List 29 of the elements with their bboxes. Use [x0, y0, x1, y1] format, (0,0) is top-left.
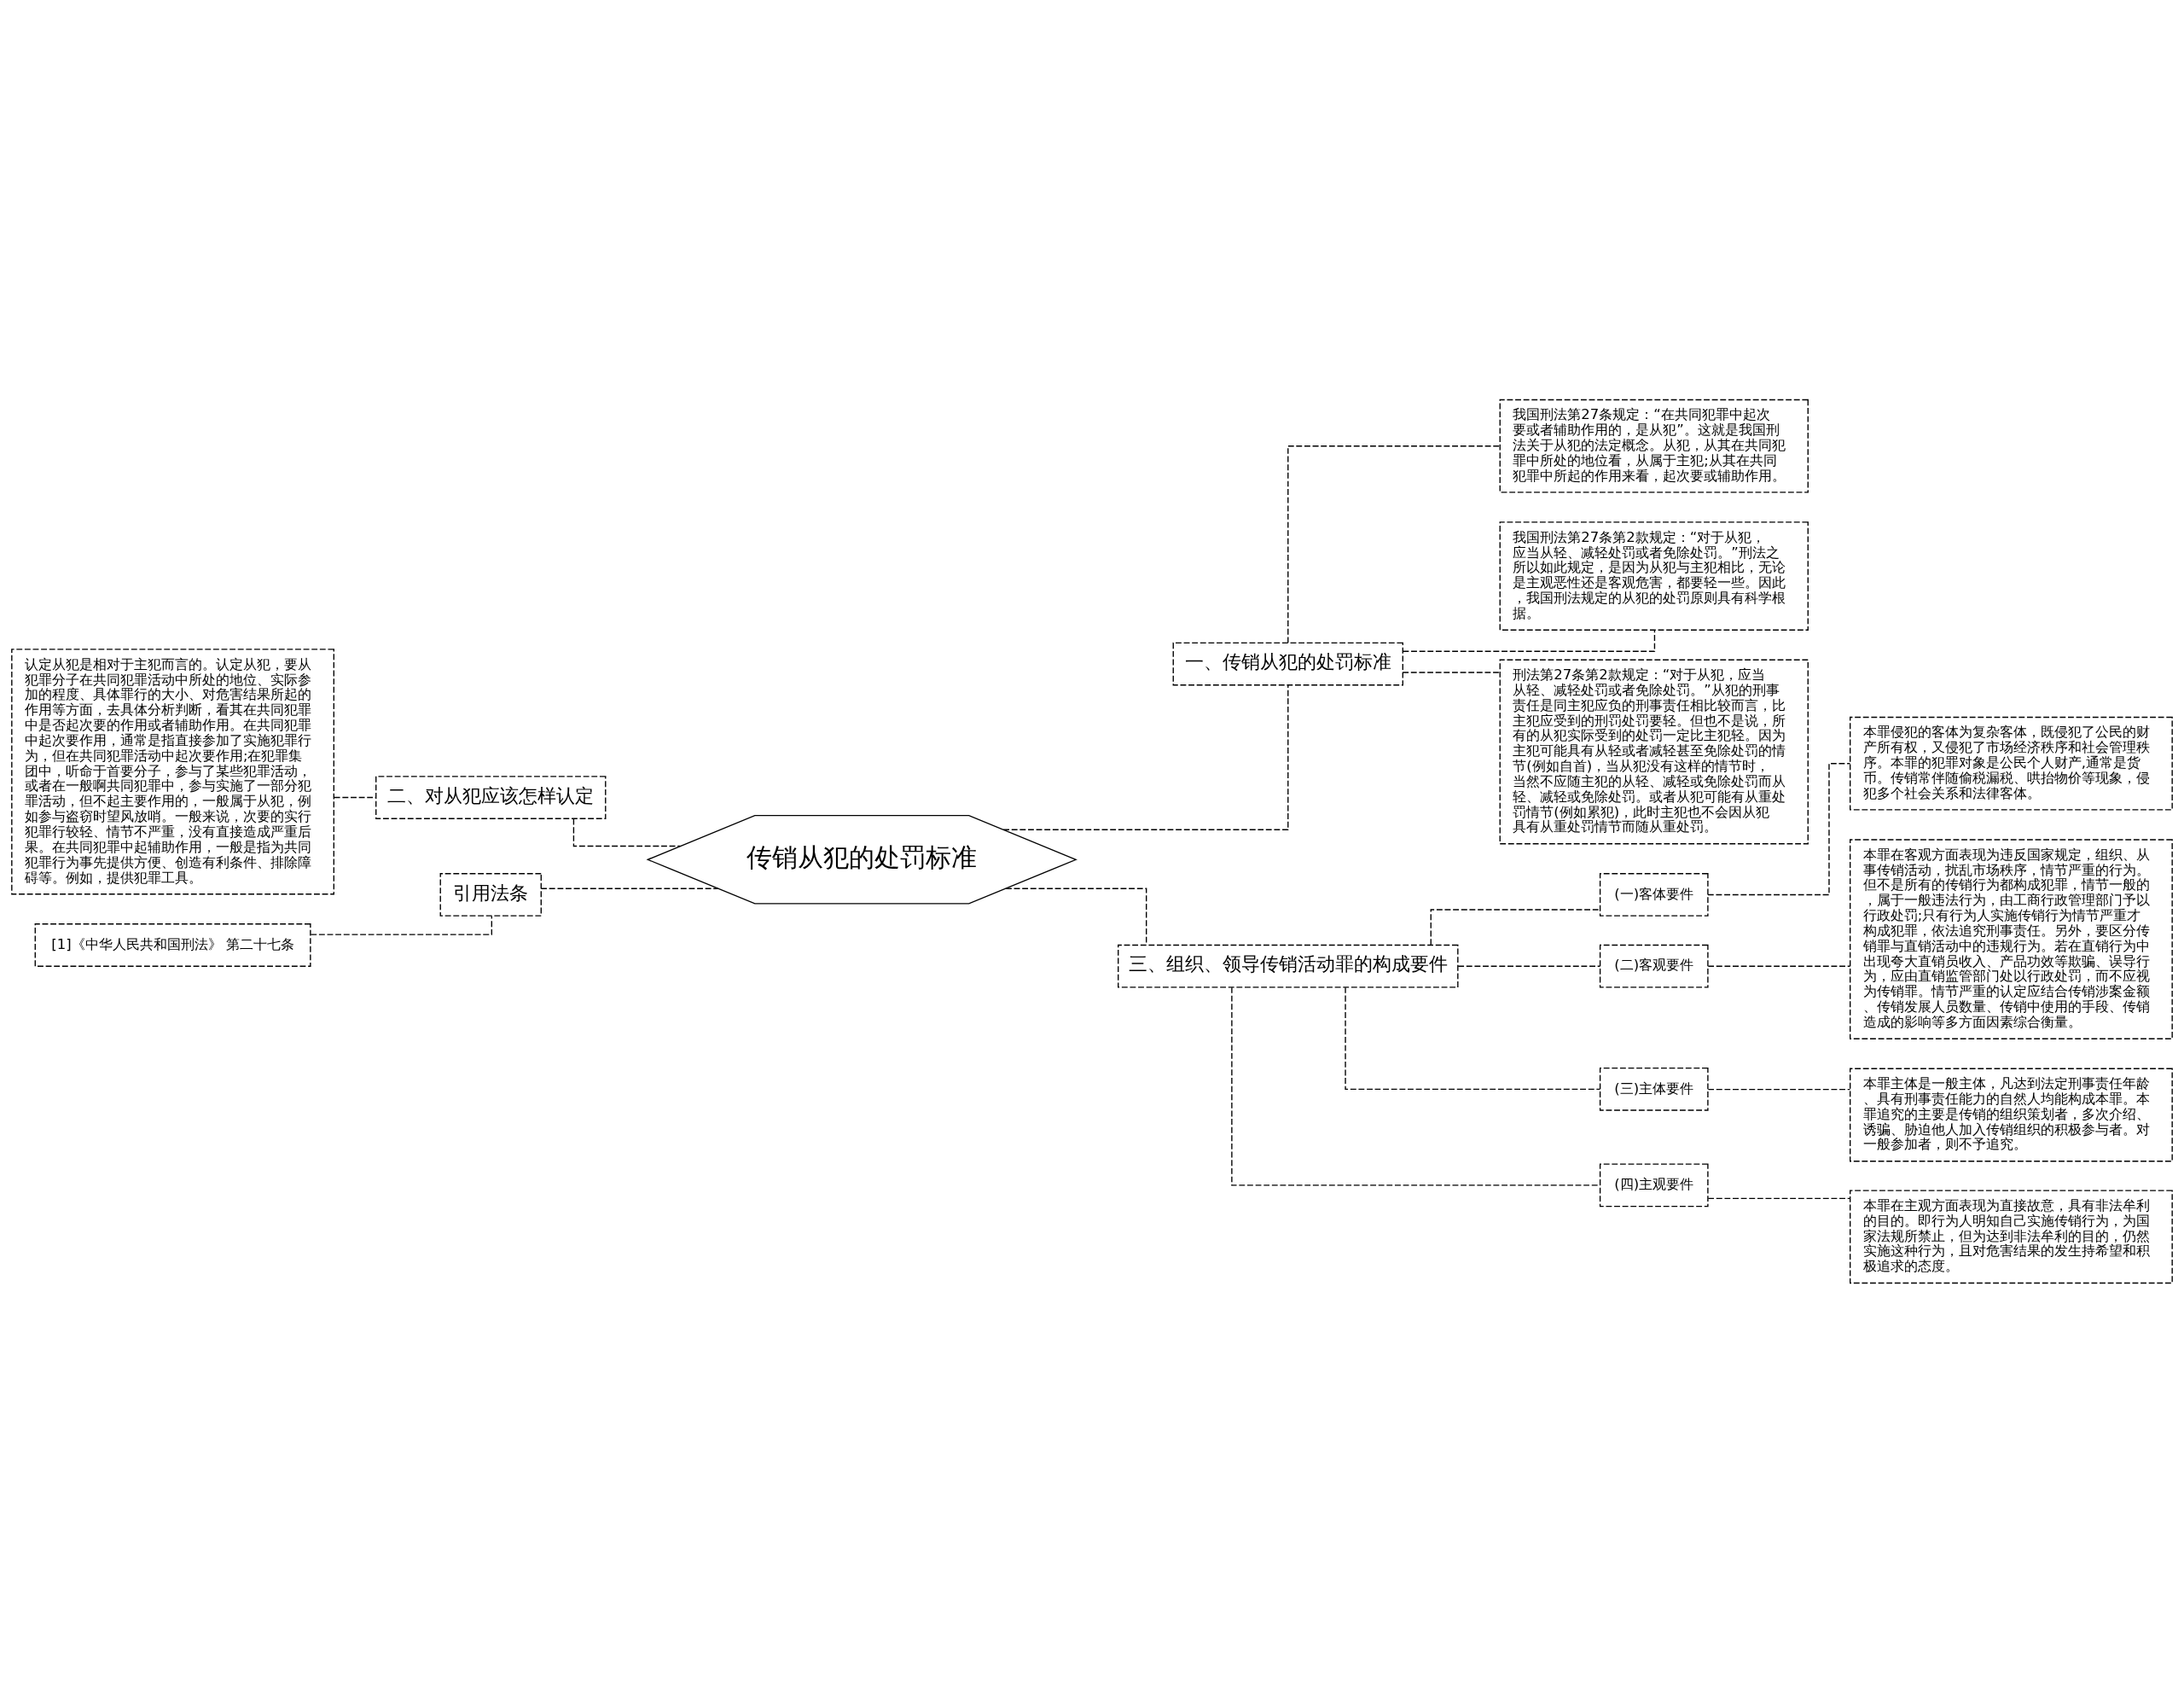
connector	[1457, 965, 1601, 967]
node-box: 本罪侵犯的客体为复杂客体，既侵犯了公民的财产所有权，又侵犯了市场经济秩序和社会管理秩序。本罪的犯罪对象是公民个人财产,通常是货币。传销常伴随偷税漏税、哄抬物价等现象，侵犯多个社会关系和法律客体。	[1850, 716, 2173, 811]
node-box: (三)主体要件	[1599, 1067, 1709, 1111]
connector	[1707, 965, 1851, 967]
connector	[1005, 888, 1147, 946]
node-box: 三、组织、领导传销活动罪的构成要件	[1118, 944, 1459, 988]
node-box: (二)客观要件	[1599, 944, 1709, 988]
connector	[1002, 684, 1289, 830]
node-box: 我国刑法第27条第2款规定：“对于从犯，应当从轻、减轻处罚或者免除处罚。”刑法之所以如此规定，是因为从犯与主犯相比，无论是主观恶性还是客观危害，都要轻一些。因此，我国刑法规定的从犯的处罚原则具有科学根据。	[1499, 521, 1809, 631]
node-box: 引用法条	[439, 872, 542, 917]
node-box: 认定从犯是相对于主犯而言的。认定从犯，要从犯罪分子在共同犯罪活动中所处的地位、实际参加的程度、具体罪行的大小、对危害结果所起的作用等方面，去具体分析判断，看其在共同犯罪中是否起次要的作用或者辅助作用。在共同犯罪中起次要作用，通常是指直接参加了实施犯罪行为，但在共同犯罪活动中起次要作用;在犯罪集团中，听命于首要分子，参与了某些犯罪活动，或者在一般啊共同犯罪中，参与实施了一部分犯罪活动，但不起主要作用的，一般属于从犯，例如参与盗窃时望风放哨。一般来说，次要的实行犯罪行较轻、情节不严重，没有直接造成严重后果。在共同犯罪中起辅助作用，一般是指为共同犯罪行为事先提供方便、创造有利条件、排除障碍等。例如，提供犯罪工具。	[11, 648, 334, 894]
node-box: 一、传销从犯的处罚标准	[1172, 642, 1403, 685]
connector	[1345, 987, 1600, 1090]
connector	[1231, 987, 1601, 1186]
node-box: (一)客体要件	[1599, 872, 1709, 917]
connector	[1707, 1088, 1851, 1090]
node-box: (四)主观要件	[1599, 1163, 1709, 1207]
connector	[1287, 445, 1501, 643]
node-box: 我国刑法第27条规定：“在共同犯罪中起次要或者辅助作用的，是从犯”。这就是我国刑法关于从犯的法定概念。从犯，从其在共同犯罪中所处的地位看，从属于主犯;从其在共同犯罪中所起的作用来看，起次要或辅助作用。	[1499, 399, 1809, 493]
node-box: [1]《中华人民共和国刑法》 第二十七条	[34, 922, 311, 967]
connector	[540, 888, 719, 889]
connector	[1430, 908, 1601, 946]
node-box: 本罪主体是一般主体，凡达到法定刑事责任年龄、具有刑事责任能力的自然人均能构成本罪。本罪追究的主要是传销的组织策划者，多次介绍、诱骗、胁迫他人加入传销组织的积极参与者。对一般参加者，则不予追究。	[1850, 1068, 2173, 1161]
node-box: 二、对从犯应该怎样认定	[375, 775, 607, 819]
node-box: 本罪在客观方面表现为违反国家规定，组织、从事传销活动，扰乱市场秩序，情节严重的行为。但不是所有的传销行为都构成犯罪，情节一般的，属于一般违法行为，由工商行政管理部门予以行政处罚;只有行为人实施传销行为情节严重才构成犯罪，依法追究刑事责任。另外，要区分传销罪与直销活动中的违规行为。若在直销行为中出现夸大直销员收入、产品功效等欺骗、误导行为，应由直销监管部门处以行政处罚，而不应视为传销罪。情节严重的认定应结合传销涉案金额、传销发展人员数量、传销中使用的手段、传销造成的影响等多方面因素综合衡量。	[1850, 838, 2173, 1039]
connector	[1402, 671, 1501, 673]
connector	[1707, 1197, 1851, 1199]
node-box: 刑法第27条第2款规定：“对于从犯，应当从轻、减轻处罚或者免除处罚。”从犯的刑事责任是同主犯应负的刑事责任相比较而言，比主犯应受到的刑罚处罚要轻。但也不是说，所有的从犯实际受到的处罚一定比主犯轻。因为主犯可能具有从轻或者减轻甚至免除处罚的情节(例如自首)，当从犯没有这样的情节时，当然不应随主犯的从轻、减轻或免除处罚而从轻、减轻或免除处罚。或者从犯可能有从重处罚情节(例如累犯)，此时主犯也不会因从犯具有从重处罚情节而随从重处罚。	[1499, 659, 1809, 844]
node-box: 本罪在主观方面表现为直接故意，具有非法牟利的目的。即行为人明知自己实施传销行为，为国家法规所禁止，但为达到非法牟利的目的，仍然实施这种行为，且对危害结果的发生持希望和积极追求的态度。	[1850, 1189, 2173, 1283]
